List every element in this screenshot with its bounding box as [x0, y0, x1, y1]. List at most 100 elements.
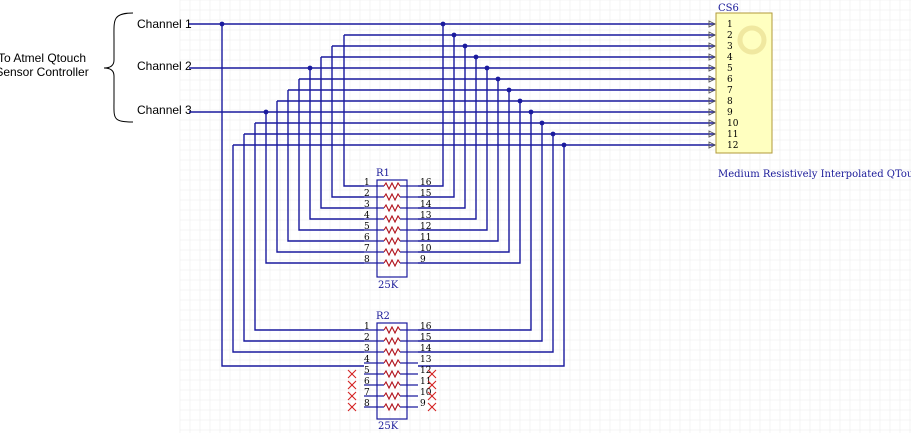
- resistor-right-pin: 10: [420, 388, 432, 398]
- resistor-left-pin: 1: [364, 322, 370, 332]
- resistor-network-r1: R1 1 16 2 15 3 14 4 13 5 12 6 11 7 10 8 9 25K: [364, 168, 432, 291]
- r2-value: 25K: [378, 421, 399, 432]
- connector-pin-label: 2: [727, 31, 733, 41]
- no-connect-icon: [427, 380, 437, 390]
- pin-arrow-icon: [708, 31, 717, 39]
- connector-pin-label: 1: [727, 20, 733, 30]
- left-label-line1: To Atmel Qtouch: [0, 51, 86, 65]
- pin-arrow-icon: [708, 64, 717, 72]
- channel-2-label: Channel 2: [137, 59, 192, 73]
- resistor-zigzag: [383, 258, 401, 268]
- pin-arrow-icon: [708, 119, 717, 127]
- resistor-right-pin: 12: [420, 222, 431, 232]
- resistor-left-pin: 6: [364, 233, 370, 243]
- left-label-line2: Sensor Controller: [0, 65, 89, 79]
- resistor-left-pin: 4: [364, 355, 370, 365]
- resistor-right-pin: 12: [420, 366, 431, 376]
- resistor-left-pin: 7: [364, 388, 370, 398]
- r1-body: [376, 179, 408, 278]
- resistor-right-pin: 16: [420, 322, 432, 332]
- connector-pin-label: 11: [727, 130, 738, 140]
- resistor-left-pin: 6: [364, 377, 370, 387]
- grid: [179, 0, 911, 433]
- no-connect-icon: [347, 391, 357, 401]
- wires: [189, 23, 715, 367]
- r1-value: 25K: [378, 280, 399, 291]
- connector-pin-label: 12: [727, 141, 738, 151]
- resistor-right-pin: 16: [420, 178, 432, 188]
- r1-ref: R1: [376, 168, 390, 179]
- resistor-zigzag: [383, 247, 401, 257]
- resistor-left-pin: 4: [364, 211, 370, 221]
- no-connect-icon: [427, 369, 437, 379]
- resistor-zigzag: [383, 347, 401, 357]
- resistor-zigzag: [383, 369, 401, 379]
- pin-arrow-icon: [708, 86, 717, 94]
- connector-pin-label: 5: [727, 64, 733, 74]
- connector-pin-label: 10: [727, 119, 739, 129]
- pin-arrow-icon: [708, 53, 717, 61]
- resistor-right-pin: 11: [420, 233, 431, 243]
- r2-body: [376, 322, 408, 420]
- channel-3-label: Channel 3: [137, 103, 192, 117]
- resistor-right-pin: 15: [420, 189, 432, 199]
- resistor-zigzag: [383, 391, 401, 401]
- resistor-zigzag: [383, 358, 401, 368]
- resistor-left-pin: 3: [364, 200, 370, 210]
- resistor-right-pin: 13: [420, 211, 432, 221]
- resistor-left-pin: 3: [364, 344, 370, 354]
- resistor-left-pin: 1: [364, 178, 370, 188]
- resistor-right-pin: 9: [420, 399, 426, 409]
- resistor-left-pin: 8: [364, 255, 370, 265]
- resistor-zigzag: [383, 192, 401, 202]
- no-connect-icon: [427, 402, 437, 412]
- connector-pin-label: 8: [727, 97, 733, 107]
- resistor-left-pin: 7: [364, 244, 370, 254]
- curly-brace: [103, 12, 134, 123]
- resistor-right-pin: 13: [420, 355, 432, 365]
- resistor-zigzag: [383, 181, 401, 191]
- resistor-right-pin: 11: [420, 377, 431, 387]
- resistor-zigzag: [383, 336, 401, 346]
- resistor-zigzag: [383, 214, 401, 224]
- connector-pin-label: 6: [727, 75, 733, 85]
- connector-pin-label: 4: [727, 53, 733, 63]
- resistor-left-pin: 5: [364, 222, 370, 232]
- resistor-zigzag: [383, 380, 401, 390]
- resistor-right-pin: 9: [420, 255, 426, 265]
- resistor-left-pin: 2: [364, 333, 370, 343]
- connector-description: Medium Resistively Interpolated QTouch W…: [718, 169, 911, 180]
- resistor-zigzag: [383, 236, 401, 246]
- connector-pin-label: 9: [727, 108, 733, 118]
- resistor-right-pin: 15: [420, 333, 432, 343]
- pin-arrow-icon: [708, 108, 717, 116]
- no-connect-icon: [347, 369, 357, 379]
- pin-arrow-icon: [708, 20, 717, 28]
- resistor-left-pin: 2: [364, 189, 370, 199]
- connector-pin-label: 7: [727, 86, 733, 96]
- resistor-zigzag: [383, 325, 401, 335]
- pin-arrow-icon: [708, 130, 717, 138]
- resistor-right-pin: 14: [420, 344, 432, 354]
- resistor-right-pin: 10: [420, 244, 432, 254]
- channel-1-label: Channel 1: [137, 17, 192, 31]
- resistor-left-pin: 8: [364, 399, 370, 409]
- pin-arrow-icon: [708, 75, 717, 83]
- no-connect-icon: [347, 380, 357, 390]
- resistor-left-pin: 5: [364, 366, 370, 376]
- r2-ref: R2: [376, 311, 390, 322]
- connector-ref: CS6: [718, 3, 739, 14]
- resistor-network-r2: R2 1 16 2 15 3 14 4 13 5 12 6 11 7 10 8 9 25K: [347, 311, 437, 432]
- wheel-icon: [737, 25, 767, 55]
- no-connect-icon: [347, 402, 357, 412]
- connector-pin-label: 3: [727, 42, 733, 52]
- pin-arrow-icon: [708, 97, 717, 105]
- no-connect-icon: [427, 391, 437, 401]
- resistor-zigzag: [383, 402, 401, 412]
- resistor-zigzag: [383, 225, 401, 235]
- resistor-zigzag: [383, 203, 401, 213]
- resistor-right-pin: 14: [420, 200, 432, 210]
- pin-arrow-icon: [708, 141, 717, 149]
